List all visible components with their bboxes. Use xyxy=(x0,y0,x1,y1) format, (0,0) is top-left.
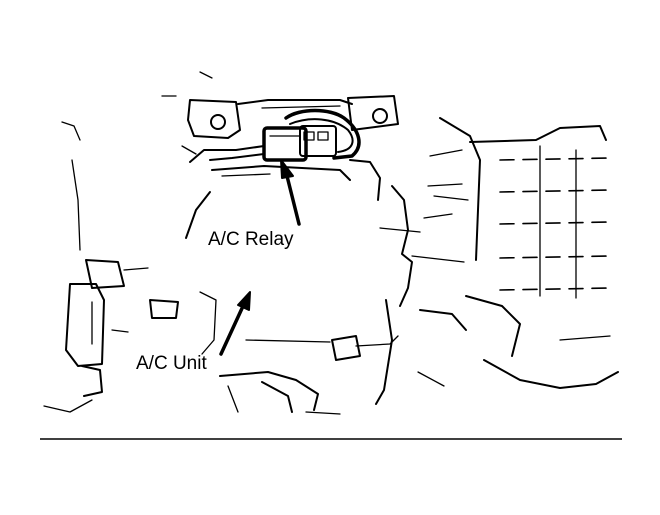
right-grille xyxy=(417,117,619,389)
unit-callout-arrow xyxy=(219,291,251,356)
mounting-bracket xyxy=(161,71,399,139)
wiring-harness xyxy=(181,108,361,163)
relay-callout-arrow xyxy=(280,159,301,226)
ac-relay xyxy=(262,125,337,162)
ac-unit-housing xyxy=(149,159,469,415)
ac-unit-label: A/C Unit xyxy=(136,353,207,374)
ac-relay-label: A/C Relay xyxy=(208,229,294,250)
left-components xyxy=(43,121,149,413)
